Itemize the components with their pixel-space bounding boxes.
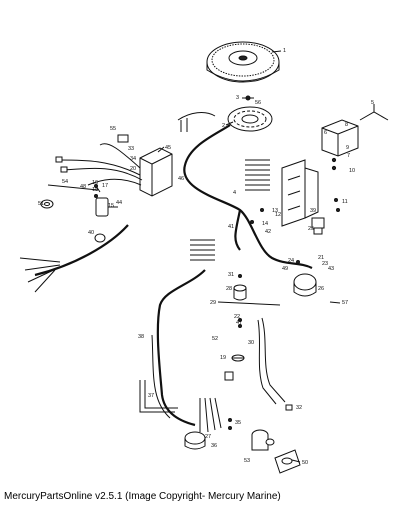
stator-part[interactable]	[227, 106, 273, 132]
callout-8: 8	[345, 122, 348, 128]
callout-37: 37	[148, 393, 154, 399]
callout-44: 44	[116, 200, 122, 206]
callout-51: 51	[38, 201, 44, 207]
callout-29: 29	[210, 300, 216, 306]
callout-2: 2	[222, 123, 225, 129]
coil-part[interactable]	[94, 197, 118, 243]
harness-bracket-part[interactable]	[139, 380, 178, 413]
callout-13: 13	[272, 208, 278, 214]
callout-33: 33	[128, 146, 134, 152]
callout-36: 36	[211, 443, 217, 449]
callout-50: 50	[302, 460, 308, 466]
fuse-holder-part[interactable]	[233, 284, 247, 301]
callout-26: 26	[318, 286, 324, 292]
callout-56: 56	[255, 100, 261, 106]
callout-43: 43	[328, 266, 334, 272]
hardware-screws[interactable]	[94, 95, 340, 430]
callout-30: 30	[248, 340, 254, 346]
grommet-part[interactable]	[40, 199, 54, 209]
callout-42: 42	[265, 229, 271, 235]
tachometer-lead-part[interactable]	[151, 334, 171, 419]
callout-23: 23	[322, 261, 328, 267]
callout-22: 22	[234, 314, 240, 320]
callout-57: 57	[342, 300, 348, 306]
copyright-caption: MercuryPartsOnline v2.5.1 (Image Copyrig…	[4, 491, 281, 502]
callout-20: 20	[130, 166, 136, 172]
callout-54: 54	[62, 179, 68, 185]
indicator-light-part[interactable]	[231, 354, 245, 362]
callout-7: 7	[347, 153, 350, 159]
callout-12: 12	[275, 212, 281, 218]
sender-part[interactable]	[224, 371, 234, 381]
parts-diagram: 1 2 3 4 5 6 7 8 9 10 11 12 13 14 15 16 1…	[19, 41, 389, 474]
lead-wire-part[interactable]	[257, 317, 286, 405]
callout-48: 48	[80, 184, 86, 190]
callout-3: 3	[236, 95, 239, 101]
flywheel-part[interactable]	[206, 41, 280, 83]
ground-wire-part[interactable]	[217, 301, 281, 306]
battery-cable[interactable]	[19, 224, 129, 293]
callout-24: 24	[288, 258, 294, 264]
callout-4: 4	[233, 190, 236, 196]
callout-35: 35	[235, 420, 241, 426]
callout-14: 14	[262, 221, 268, 227]
callout-40: 40	[88, 230, 94, 236]
callout-16: 16	[92, 180, 98, 186]
callout-38: 38	[138, 334, 144, 340]
callout-32: 32	[296, 405, 302, 411]
callout-39: 39	[310, 208, 316, 214]
callout-6: 6	[324, 130, 327, 136]
callout-55: 55	[110, 126, 116, 132]
callout-46: 46	[178, 176, 184, 182]
relay-part[interactable]	[311, 217, 325, 235]
callout-31: 31	[228, 272, 234, 278]
callout-5: 5	[371, 100, 374, 106]
callout-9: 9	[346, 145, 349, 151]
starter-solenoid-part[interactable]	[293, 273, 317, 297]
callout-15: 15	[108, 203, 114, 209]
callout-25: 25	[308, 226, 314, 232]
callout-41: 41	[228, 224, 234, 230]
voltage-regulator-part[interactable]	[321, 104, 389, 157]
fitting-part[interactable]	[285, 404, 293, 411]
connector-plug-part[interactable]	[184, 431, 206, 450]
callout-45: 45	[165, 145, 171, 151]
callout-11: 11	[342, 199, 348, 205]
callout-18: 18	[92, 187, 98, 193]
callout-19: 19	[220, 355, 226, 361]
callout-10: 10	[349, 168, 355, 174]
callout-labels: 1 2 3 4 5 6 7 8 9 10 11 12 13 14 15 16 1…	[38, 48, 374, 466]
bracket-part[interactable]	[281, 159, 319, 227]
ignition-switch-part[interactable]	[251, 429, 275, 451]
callout-28: 28	[226, 286, 232, 292]
callout-47: 47	[236, 320, 242, 326]
mounting-plate-part[interactable]	[274, 449, 301, 474]
callout-34: 34	[130, 156, 136, 162]
callout-1: 1	[283, 48, 286, 54]
spark-plug-leads[interactable]	[55, 143, 143, 186]
callout-52: 52	[212, 336, 218, 342]
callout-49: 49	[282, 266, 288, 272]
callout-27: 27	[205, 434, 211, 440]
callout-17: 17	[102, 183, 108, 189]
callout-53: 53	[244, 458, 250, 464]
main-wiring-harness[interactable]	[177, 112, 313, 270]
leader-lines	[157, 50, 341, 463]
callout-21: 21	[318, 255, 324, 261]
switch-box-part[interactable]	[117, 134, 173, 197]
